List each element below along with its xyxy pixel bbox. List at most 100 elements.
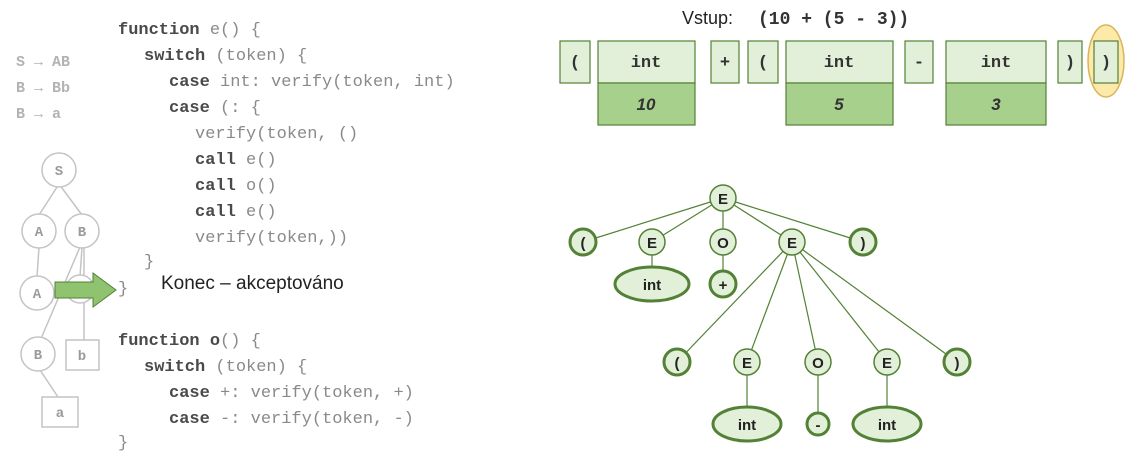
token-label: int: [824, 54, 855, 73]
parse-leaf: [711, 405, 783, 443]
grammar-rule-1: S → AB: [16, 54, 70, 71]
grammar-rule-2: B → Bb: [16, 80, 70, 97]
token-cell: [1093, 40, 1119, 84]
token-label: (: [570, 54, 580, 73]
parse-node-label: (: [675, 355, 680, 372]
parse-node-label: O: [812, 355, 824, 372]
tree-edge: [36, 246, 40, 278]
parse-leaf: [848, 227, 878, 257]
parse-leaf: [851, 405, 923, 443]
parse-leaf: [662, 347, 692, 377]
tree-node-label: A: [33, 287, 42, 303]
parse-leaf: [568, 227, 598, 257]
code-line: case -: verify(token, -): [169, 410, 414, 429]
parse-edge: [582, 197, 724, 243]
tree-leaf-b: [65, 339, 100, 371]
grammar-rules: S → AB B → Bb B → a: [16, 54, 70, 123]
tree-node-label: b: [78, 349, 86, 365]
token-value-cell: [945, 82, 1047, 126]
tree-node-b: [64, 213, 100, 249]
parse-leaf: [708, 269, 738, 299]
code-line: function e() {: [118, 21, 261, 40]
code-line: call e(): [195, 151, 277, 170]
token-label: -: [914, 54, 924, 73]
parse-node: [778, 228, 806, 256]
parse-node-label: O: [717, 235, 729, 252]
code-function-o: function o() { switch (token) { case +: …: [118, 332, 414, 453]
parse-node-label: E: [742, 355, 752, 372]
derivation-tree: S A B A B b a: [19, 152, 117, 428]
code-line: case +: verify(token, +): [169, 384, 414, 403]
token-value-cell: [597, 82, 696, 126]
parse-node-label: E: [647, 235, 657, 252]
parse-edge: [746, 241, 793, 363]
parse-node-label: int: [643, 277, 661, 294]
tree-node-label: A: [35, 225, 44, 241]
token-cell: [904, 40, 934, 84]
tree-edge: [58, 183, 83, 216]
token-cell: [747, 40, 779, 84]
parse-node: [873, 348, 901, 376]
token-label: (: [758, 54, 768, 73]
token-value-cell: [785, 82, 894, 126]
tree-node-s: [41, 152, 77, 188]
parse-node-label: ): [861, 235, 866, 252]
token-label: +: [720, 54, 730, 73]
tree-node-label: a: [56, 406, 65, 422]
parse-node: [638, 228, 666, 256]
parse-edge: [791, 241, 819, 363]
tree-node-a: [21, 213, 57, 249]
token-cell: [945, 40, 1047, 84]
tree-leaf-a: [41, 396, 79, 428]
parse-edge: [651, 197, 724, 243]
parse-node: [709, 228, 737, 256]
tree-node-a2: [19, 275, 55, 311]
code-line: case int: verify(token, int): [169, 73, 455, 92]
parse-node-label: E: [718, 191, 728, 208]
token-cell: [1057, 40, 1083, 84]
code-line: call o(): [195, 177, 277, 196]
input-expression: (10 + (5 - 3)): [758, 10, 909, 30]
parse-node-label: (: [581, 235, 586, 252]
tree-node-label: B: [34, 348, 43, 364]
token-value: 10: [637, 95, 656, 114]
code-line: switch (token) {: [144, 358, 307, 377]
token-strip: ( int 10 + ( int 5 - int 3 ) ): [559, 24, 1125, 126]
token-cell: [785, 40, 894, 84]
input-title: Vstup: (10 + (5 - 3)): [682, 8, 909, 30]
parse-edge: [791, 241, 888, 363]
parse-node-label: E: [882, 355, 892, 372]
parse-node: [733, 348, 761, 376]
token-label: int: [631, 54, 662, 73]
parse-node-label: E: [787, 235, 797, 252]
code-line: }: [118, 280, 128, 299]
grammar-rule-3: B → a: [16, 106, 61, 123]
parse-leaf: [613, 265, 691, 303]
parse-edge: [722, 197, 864, 243]
parse-leaf: [805, 411, 831, 437]
tree-edge: [39, 369, 59, 398]
token-value: 5: [834, 95, 844, 114]
tree-node-b3: [20, 336, 56, 372]
code-function-e: function e() { switch (token) { case int…: [118, 21, 455, 299]
code-line: call e(): [195, 203, 277, 222]
token-cell: [710, 40, 740, 84]
token-label: ): [1065, 54, 1075, 73]
parse-edge: [676, 241, 793, 363]
code-line: }: [144, 253, 154, 272]
code-line: switch (token) {: [144, 47, 307, 66]
tree-node-label: B: [78, 225, 87, 241]
accept-message: Konec – akceptováno: [161, 273, 344, 294]
input-label: Vstup:: [682, 8, 733, 28]
parse-leaf: [942, 347, 972, 377]
current-position-arrow-icon: [54, 272, 117, 308]
tree-edge: [38, 183, 60, 216]
parse-edge: [791, 241, 958, 363]
token-label: int: [981, 54, 1012, 73]
code-line: verify(token, (): [195, 125, 358, 144]
parse-node-label: -: [816, 417, 821, 434]
code-line: verify(token,)): [195, 229, 348, 248]
parse-tree: E ( E O E ) int + ( E O E ) int - int: [568, 184, 972, 443]
parse-node: [804, 348, 832, 376]
token-label: ): [1101, 54, 1111, 73]
